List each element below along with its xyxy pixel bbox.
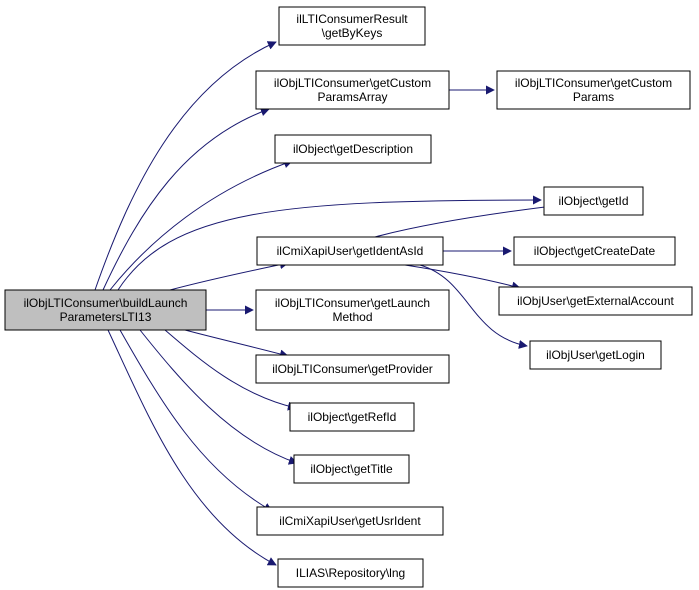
node-label: ilCmiXapiUser\getUsrIdent	[279, 514, 421, 528]
node-n_getidentasid[interactable]: ilCmiXapiUser\getIdentAsId	[256, 236, 444, 266]
node-label: ilObjUser\getExternalAccount	[517, 294, 674, 308]
node-box	[274, 134, 432, 164]
edge-root-to-n_lng	[107, 329, 277, 566]
edge-n_getidentasid-to-n_getid	[374, 202, 554, 238]
edge-n_getidentasid-to-n_getexternalaccount	[404, 264, 521, 291]
node-box	[256, 236, 444, 266]
node-label: ILIAS\Repository\lng	[296, 566, 405, 580]
node-box	[4, 289, 207, 331]
node-root[interactable]: ilObjLTIConsumer\buildLaunchParametersLT…	[4, 289, 207, 331]
node-label: ilObjUser\getLogin	[546, 348, 645, 362]
node-label: \getByKeys	[322, 26, 383, 40]
edge-root-to-n_getprovider	[184, 329, 289, 359]
edge-root-to-n_getusrident	[119, 329, 273, 512]
node-box	[498, 286, 693, 316]
node-box	[256, 506, 444, 536]
edge-root-to-n_getid	[117, 195, 542, 291]
node-label: ilCmiXapiUser\getIdentAsId	[277, 244, 424, 258]
node-label: ParamsArray	[317, 90, 387, 104]
node-n_getdescription[interactable]: ilObject\getDescription	[274, 134, 432, 164]
edge-root-to-n_getdescription	[109, 159, 293, 291]
node-n_getcreatedate[interactable]: ilObject\getCreateDate	[513, 236, 676, 266]
node-n_getrefid[interactable]: ilObject\getRefId	[289, 402, 415, 432]
node-label: ParametersLTI13	[60, 310, 152, 324]
node-box	[496, 70, 691, 110]
node-label: Method	[332, 310, 372, 324]
node-n_getprovider[interactable]: ilObjLTIConsumer\getProvider	[255, 354, 450, 384]
node-label: ilObject\getRefId	[308, 410, 397, 424]
node-n_getexternalaccount[interactable]: ilObjUser\getExternalAccount	[498, 286, 693, 316]
node-box	[277, 558, 424, 588]
node-box	[543, 186, 644, 216]
edge-root-to-n_getcustomparamsarray	[102, 107, 270, 291]
edge-root-to-n_gettitle	[139, 329, 298, 465]
node-label: ilObjLTIConsumer\getLaunch	[275, 296, 430, 310]
node-box	[529, 340, 662, 370]
node-box	[255, 354, 450, 384]
node-n_getusrident[interactable]: ilCmiXapiUser\getUsrIdent	[256, 506, 444, 536]
node-n_getid[interactable]: ilObject\getId	[543, 186, 644, 216]
edge-root-to-n_result_getbykeys	[94, 41, 277, 291]
edge-root-to-n_getidentasid	[169, 260, 289, 291]
node-n_gettitle[interactable]: ilObject\getTitle	[293, 454, 410, 484]
edges-layer	[94, 41, 554, 566]
node-label: ilObjLTIConsumer\getCustom	[515, 76, 672, 90]
node-box	[278, 6, 426, 46]
node-label: ilObject\getCreateDate	[534, 244, 656, 258]
node-box	[255, 289, 450, 331]
node-box	[513, 236, 676, 266]
node-label: ilObject\getDescription	[293, 142, 413, 156]
node-label: ilObject\getTitle	[310, 462, 393, 476]
node-label: ilObject\getId	[558, 194, 628, 208]
node-label: ilObjLTIConsumer\getProvider	[272, 362, 433, 376]
node-n_getlogin[interactable]: ilObjUser\getLogin	[529, 340, 662, 370]
edge-n_getidentasid-to-n_getlogin	[419, 264, 528, 349]
node-box	[293, 454, 410, 484]
edge-root-to-n_getrefid	[164, 329, 297, 411]
node-n_lng[interactable]: ILIAS\Repository\lng	[277, 558, 424, 588]
node-label: ilLTIConsumerResult	[296, 12, 408, 26]
node-n_result_getbykeys[interactable]: ilLTIConsumerResult\getByKeys	[278, 6, 426, 46]
nodes-layer: ilObjLTIConsumer\buildLaunchParametersLT…	[4, 6, 693, 588]
node-label: ilObjLTIConsumer\getCustom	[274, 76, 431, 90]
node-box	[255, 70, 450, 110]
node-box	[289, 402, 415, 432]
node-label: Params	[573, 90, 614, 104]
node-label: ilObjLTIConsumer\buildLaunch	[24, 296, 188, 310]
